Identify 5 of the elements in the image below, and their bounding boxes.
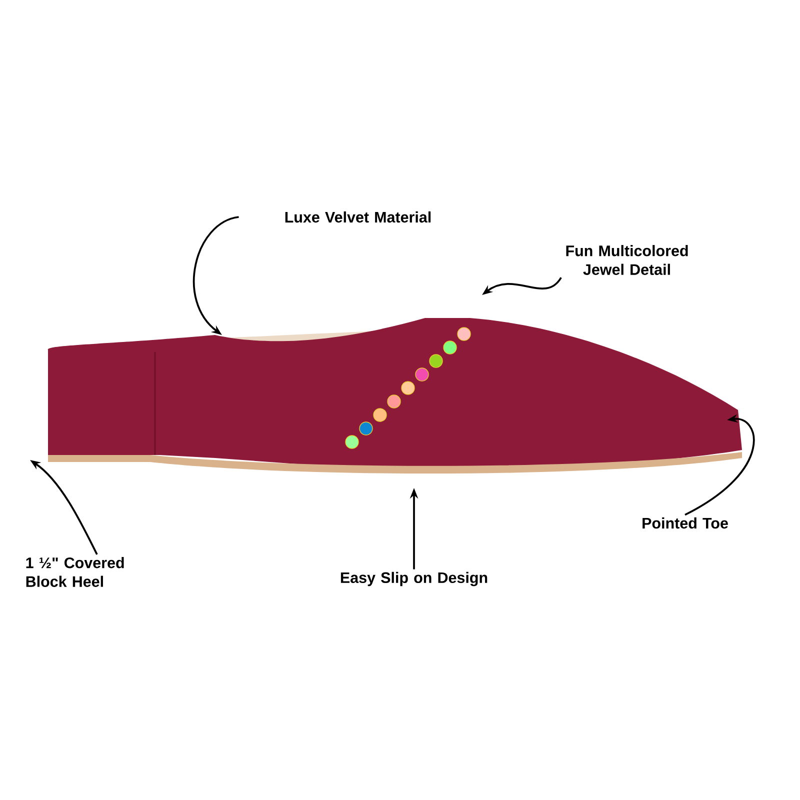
callout-label: Easy Slip on Design (340, 572, 488, 586)
callout-label: Pointed Toe (642, 517, 728, 529)
callout-label: Luxe Velvet Material (285, 211, 431, 223)
callout-label: Fun Multicolored Jewel Detail (566, 245, 688, 275)
callout-label: 1 ½" Covered Block Heel (26, 557, 124, 587)
